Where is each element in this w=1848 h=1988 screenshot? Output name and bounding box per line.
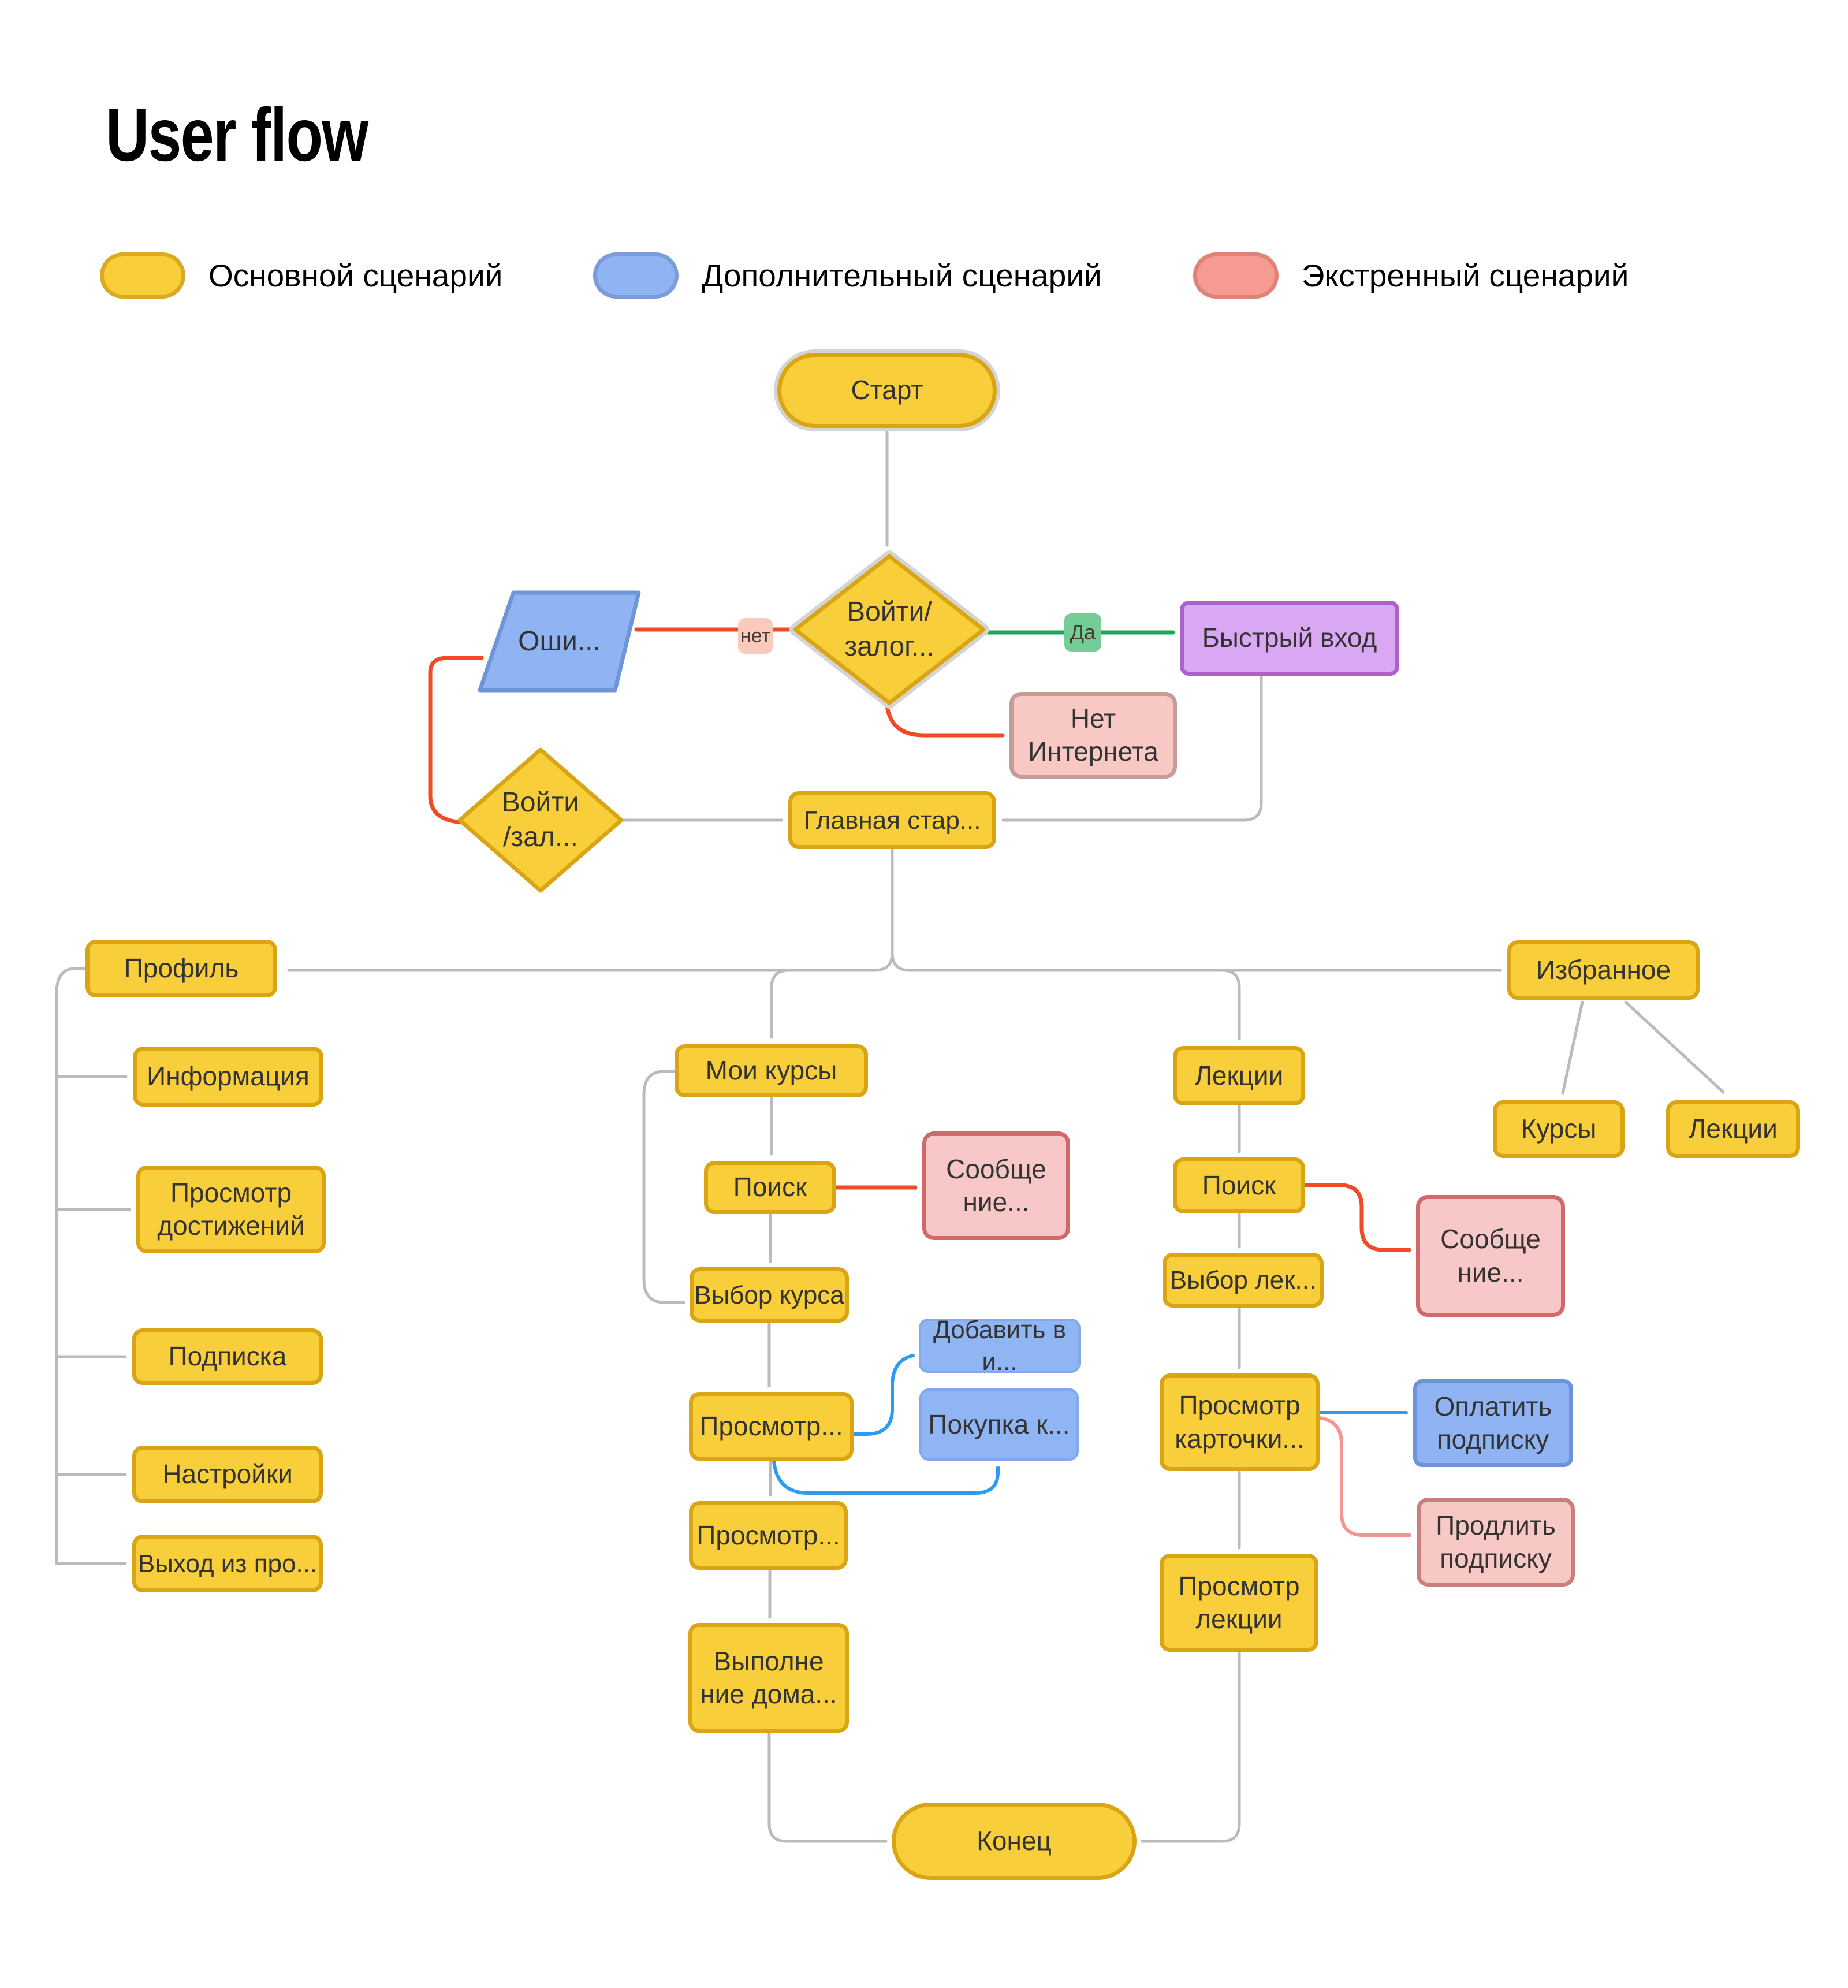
node-homework[interactable]: Выполне ние дома... bbox=[688, 1623, 849, 1733]
node-search-lectures[interactable]: Поиск bbox=[1173, 1157, 1305, 1213]
node-favorites[interactable]: Избранное bbox=[1507, 940, 1700, 1000]
node-extend-subscription[interactable]: Продлить подписку bbox=[1417, 1498, 1575, 1587]
node-search-courses[interactable]: Поиск bbox=[704, 1161, 836, 1214]
node-add-to-favorites[interactable]: Добавить в и... bbox=[919, 1316, 1081, 1376]
node-profile[interactable]: Профиль bbox=[85, 940, 277, 997]
node-relogin-decision[interactable]: Войти /зал... bbox=[501, 787, 580, 852]
edge-label-yes[interactable]: Да bbox=[1064, 613, 1101, 652]
node-message-lectures[interactable]: Сообще ние... bbox=[1416, 1195, 1565, 1317]
node-start[interactable]: Старт bbox=[777, 353, 997, 428]
node-info[interactable]: Информация bbox=[133, 1047, 323, 1107]
node-quick-login[interactable]: Быстрый вход bbox=[1180, 601, 1399, 676]
node-achievements[interactable]: Просмотр достижений bbox=[136, 1166, 326, 1253]
node-subscription[interactable]: Подписка bbox=[132, 1328, 323, 1385]
node-buy-course[interactable]: Покупка к... bbox=[919, 1388, 1079, 1461]
legend-label: Дополнительный сценарий bbox=[702, 258, 1102, 293]
node-fav-lectures[interactable]: Лекции bbox=[1666, 1100, 1800, 1158]
node-view-course[interactable]: Просмотр... bbox=[689, 1501, 848, 1570]
error-parallelogram[interactable] bbox=[478, 590, 641, 693]
node-login-decision[interactable]: Войти/ залог... bbox=[844, 597, 934, 662]
legend-item-additional[interactable]: Дополнительный сценарий bbox=[593, 252, 1102, 299]
node-no-internet[interactable]: Нет Интернета bbox=[1009, 692, 1177, 779]
node-main-page[interactable]: Главная стар... bbox=[788, 791, 996, 849]
node-lectures[interactable]: Лекции bbox=[1173, 1046, 1305, 1105]
node-choose-lecture[interactable]: Выбор лек... bbox=[1163, 1253, 1324, 1308]
legend-label: Экстренный сценарий bbox=[1302, 258, 1629, 293]
legend-swatch-main-scenario bbox=[100, 252, 185, 299]
node-view-course-card[interactable]: Просмотр... bbox=[689, 1392, 854, 1461]
login-decision-diamond[interactable] bbox=[793, 554, 986, 705]
legend-swatch-emergency-scenario bbox=[1193, 252, 1279, 299]
node-error[interactable]: Оши... bbox=[518, 626, 601, 657]
node-end[interactable]: Конец bbox=[892, 1803, 1137, 1880]
node-my-courses[interactable]: Мои курсы bbox=[675, 1044, 868, 1097]
relogin-decision-diamond[interactable] bbox=[457, 747, 624, 893]
node-settings[interactable]: Настройки bbox=[132, 1446, 323, 1503]
node-view-lecture[interactable]: Просмотр лекции bbox=[1160, 1554, 1318, 1652]
legend-item-emergency[interactable]: Экстренный сценарий bbox=[1193, 252, 1629, 299]
legend-swatch-additional-scenario bbox=[593, 252, 679, 299]
page-title: User flow bbox=[106, 92, 368, 177]
legend-label: Основной сценарий bbox=[208, 258, 503, 293]
node-fav-courses[interactable]: Курсы bbox=[1493, 1100, 1625, 1158]
legend-item-main[interactable]: Основной сценарий bbox=[100, 252, 502, 299]
node-pay-subscription[interactable]: Оплатить подписку bbox=[1413, 1379, 1573, 1467]
node-message-courses[interactable]: Сообще ние... bbox=[922, 1131, 1070, 1240]
edge-label-no[interactable]: нет bbox=[738, 618, 773, 654]
node-choose-course[interactable]: Выбор курса bbox=[690, 1267, 849, 1323]
node-view-lecture-card[interactable]: Просмотр карточки... bbox=[1160, 1373, 1320, 1471]
node-logout[interactable]: Выход из про... bbox=[132, 1535, 323, 1592]
